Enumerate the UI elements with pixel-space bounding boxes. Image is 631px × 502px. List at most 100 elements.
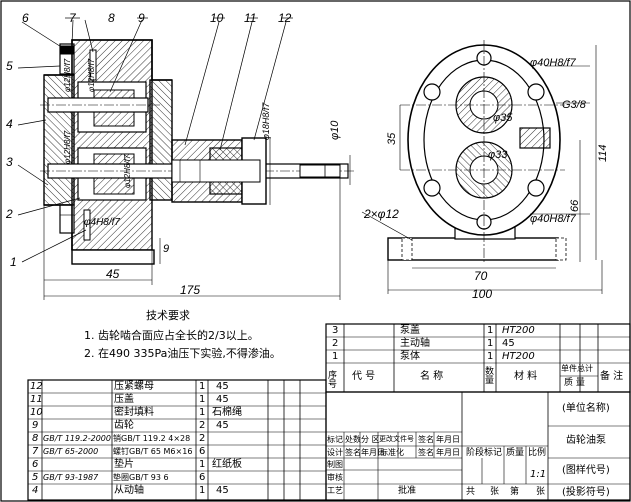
bom-l-mat-6: 红纸板 xyxy=(212,459,242,470)
part-label-8: 8 xyxy=(108,11,115,25)
bom-u-mat-1: HT200 xyxy=(502,351,535,362)
bom-l-no-5: 5 xyxy=(32,472,39,483)
dim-2xphi12: 2×φ12 xyxy=(364,207,399,221)
bom-u-no-1: 1 xyxy=(332,351,339,362)
dim-phi12-top: φ12H8/f7 xyxy=(87,58,96,92)
tb-r2-2: 年月日 xyxy=(361,448,385,457)
side-dimension-lines xyxy=(361,45,603,294)
tb-sheet-0: 共 xyxy=(466,487,476,497)
bom-u-qty-3: 1 xyxy=(487,325,494,336)
bom-l-name-11: 压盖 xyxy=(114,394,134,405)
bom-l-no-9: 9 xyxy=(32,420,39,431)
part-label-4: 4 xyxy=(6,117,13,131)
bom-h-name: 名 称 xyxy=(420,371,444,382)
leader-lines xyxy=(17,17,293,263)
bom-l-name-4: 从动轴 xyxy=(114,485,144,496)
tb-r1-5: 年月日 xyxy=(436,435,460,444)
dim-66: 66 xyxy=(569,199,581,212)
front-section-view xyxy=(40,39,355,265)
dim-phi4: φ4H8/f7 xyxy=(84,217,120,228)
part-label-12: 12 xyxy=(278,11,292,25)
dim-phi12-a: φ12H8/f7 xyxy=(63,58,72,92)
tb-drawing-code: (图样代号) xyxy=(562,465,610,476)
oil-port xyxy=(519,127,551,149)
tech-title: 技术要求 xyxy=(146,309,190,322)
dim-114: 114 xyxy=(597,144,609,162)
dim-70: 70 xyxy=(474,269,488,283)
bom-u-no-2: 2 xyxy=(332,338,339,349)
bom-l-mat-4: 45 xyxy=(216,485,229,496)
tb-stage-0: 阶段标记 xyxy=(466,448,503,458)
bom-l-qty-6: 1 xyxy=(199,459,206,470)
tb-r1-0: 标记 xyxy=(327,435,343,444)
tb-process: 工艺 xyxy=(327,486,343,495)
bom-h-qty: 数量 xyxy=(485,367,495,386)
tb-r2-4: 签名 xyxy=(418,448,434,457)
bom-u-no-3: 3 xyxy=(332,325,339,336)
bom-h-mat: 材 料 xyxy=(514,371,538,382)
bom-h-unit: 单件总计 xyxy=(561,364,593,373)
bom-u-mat-3: HT200 xyxy=(502,325,535,336)
part-label-1: 1 xyxy=(10,255,17,269)
tb-sheet-2: 第 xyxy=(510,487,520,497)
bom-l-qty-8: 2 xyxy=(199,433,206,444)
tb-stage-1: 质量 xyxy=(506,448,525,458)
bom-l-qty-5: 6 xyxy=(199,472,206,483)
dim-phi40-bottom: φ40H8/f7 xyxy=(530,213,576,225)
bom-l-name-7: 螺钉GB/T 65 M6×16 xyxy=(113,447,193,456)
bom-h-no: 序号 xyxy=(328,371,338,390)
dim-9: 9 xyxy=(163,243,170,255)
tb-approve: 批准 xyxy=(398,486,417,496)
bom-l-mat-11: 45 xyxy=(216,394,229,405)
part-label-7: 7 xyxy=(69,11,76,25)
bom-h-code: 代 号 xyxy=(352,371,376,382)
bom-u-name-1: 泵体 xyxy=(400,351,420,362)
part-label-3: 3 xyxy=(6,155,13,169)
dim-phi35: φ35 xyxy=(493,112,513,124)
bom-u-name-2: 主动轴 xyxy=(400,338,430,349)
part-label-10: 10 xyxy=(210,11,224,25)
tb-drawing-name: 齿轮油泵 xyxy=(566,435,606,446)
tb-scale: 1:1 xyxy=(530,469,547,480)
part-label-11: 11 xyxy=(244,11,257,25)
side-base xyxy=(387,237,559,261)
dim-35: 35 xyxy=(386,132,398,145)
bom-h-note: 备 注 xyxy=(600,371,624,382)
bom-l-no-12: 12 xyxy=(30,381,43,392)
dim-175: 175 xyxy=(180,283,201,297)
tb-stage-2: 比例 xyxy=(528,448,547,458)
tb-r1-4: 签名 xyxy=(418,435,434,444)
bom-l-no-10: 10 xyxy=(30,407,43,418)
bom-l-mat-10: 石棉绳 xyxy=(212,407,242,418)
tb-r2-1: 签名 xyxy=(345,448,361,457)
dim-phi33: φ33 xyxy=(488,149,508,161)
bom-l-qty-10: 1 xyxy=(199,407,206,418)
tb-r1-2: 分 区 xyxy=(361,435,380,444)
dimension-lines xyxy=(43,138,351,300)
bom-l-name-6: 垫片 xyxy=(114,459,134,470)
bom-l-code-7: GB/T 65-2000 xyxy=(43,447,99,456)
side-view xyxy=(387,40,567,262)
bom-l-qty-9: 2 xyxy=(199,420,206,431)
part-label-5: 5 xyxy=(6,59,13,73)
bom-l-mat-12: 45 xyxy=(216,381,229,392)
dim-g38: G3/8 xyxy=(562,99,586,111)
right-cover xyxy=(149,79,173,201)
bom-l-qty-7: 6 xyxy=(199,446,206,457)
tb-check: 审核 xyxy=(327,473,343,482)
bom-l-qty-11: 1 xyxy=(199,394,206,405)
bom-u-qty-1: 1 xyxy=(487,351,494,362)
tb-film-code: (投影符号) xyxy=(562,487,610,498)
tb-r2-5: 年月日 xyxy=(436,448,460,457)
title-block xyxy=(325,391,631,501)
bom-l-mat-9: 45 xyxy=(216,420,229,431)
dim-phi12-c: φ12H8/f7 xyxy=(123,154,132,188)
tb-r2-3: 标准化 xyxy=(380,448,404,457)
bom-l-no-6: 6 xyxy=(32,459,39,470)
bom-l-name-9: 齿轮 xyxy=(114,420,134,431)
part-label-6: 6 xyxy=(22,11,29,25)
bom-l-name-5: 垫圈GB/T 93 6 xyxy=(113,473,169,482)
tb-r1-1: 处数 xyxy=(345,435,361,444)
